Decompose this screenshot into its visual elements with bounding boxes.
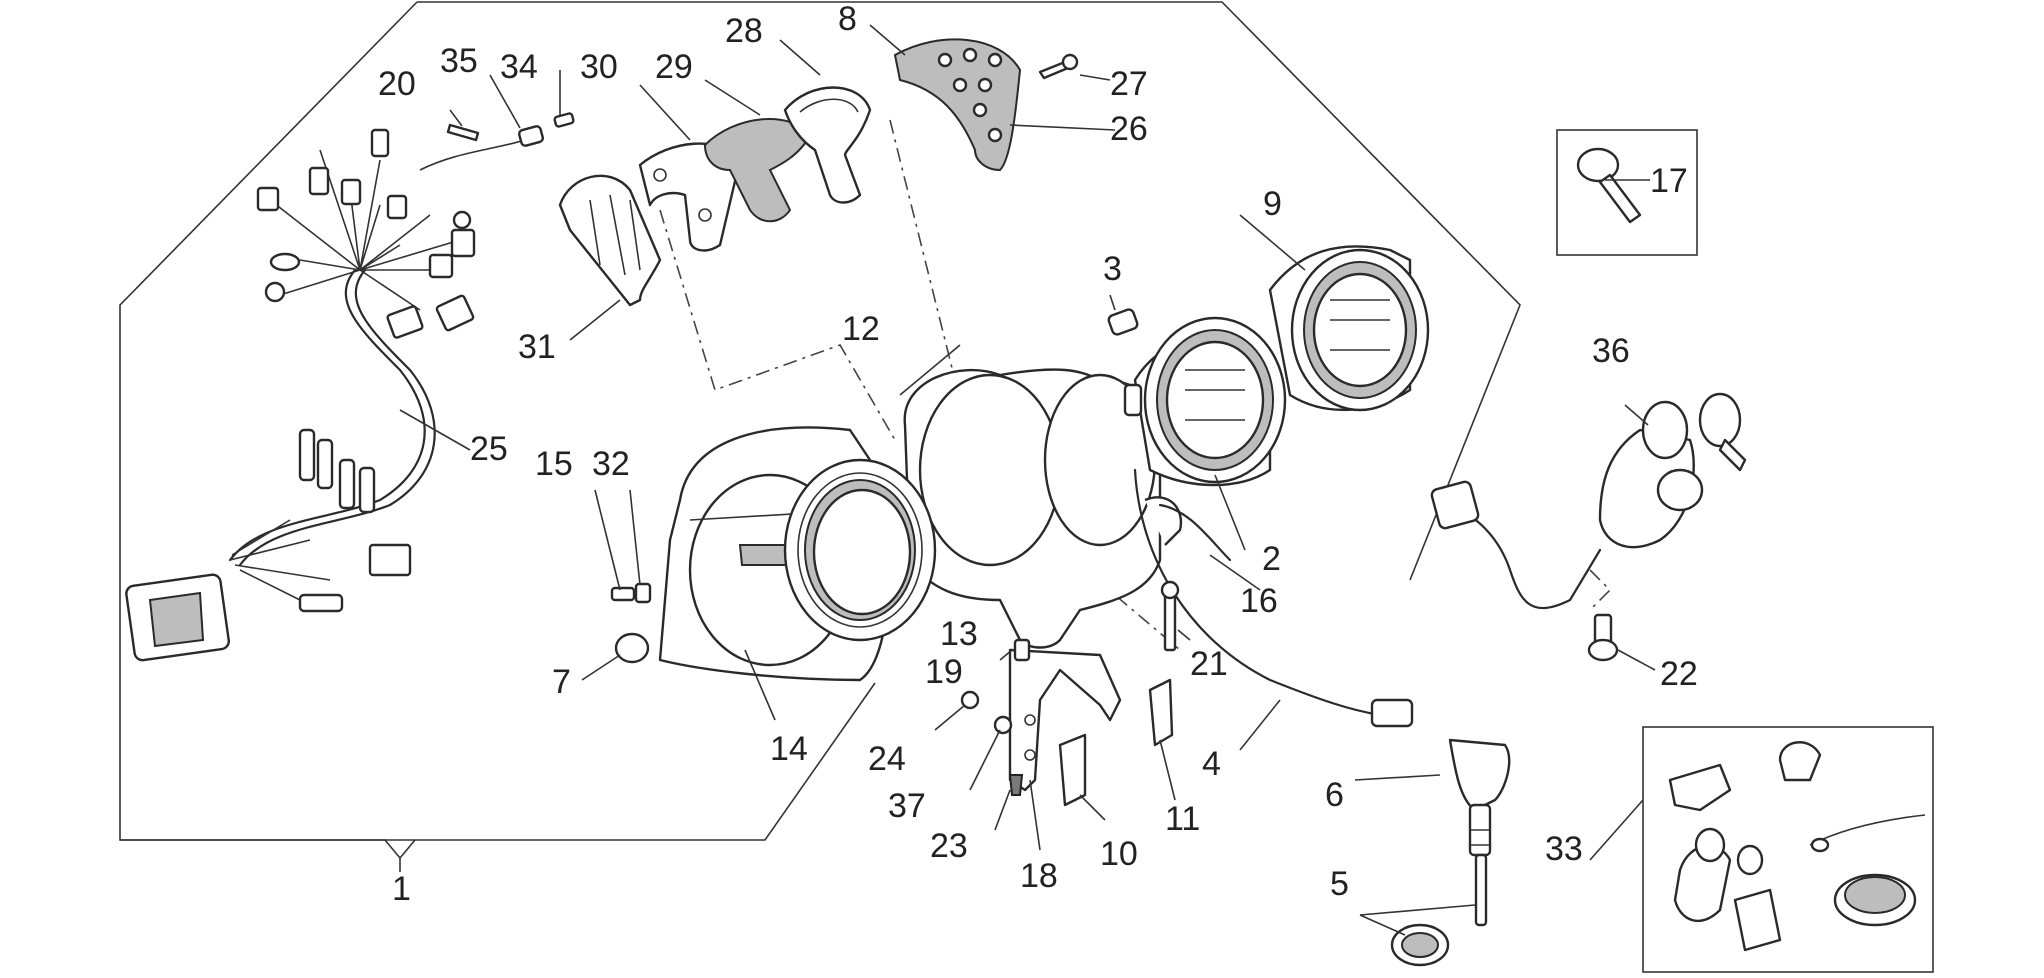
label-29: 29	[655, 48, 693, 86]
label-5: 5	[1330, 865, 1349, 903]
label-17: 17	[1650, 162, 1688, 200]
part-37	[993, 715, 1013, 735]
part-28	[783, 86, 872, 204]
label-6: 6	[1325, 776, 1344, 814]
part-24	[960, 690, 980, 710]
part-2-gauge	[1123, 316, 1287, 487]
part-21	[1160, 580, 1180, 652]
part-23	[1008, 774, 1024, 796]
label-23: 23	[930, 827, 968, 865]
part-6-drive	[1448, 738, 1511, 927]
part-20	[446, 123, 480, 142]
label-1: 1	[392, 870, 411, 908]
assembly-outline	[417, 1, 1521, 581]
label-37: 37	[888, 787, 926, 825]
part-3	[1107, 308, 1139, 336]
part-35-34	[419, 112, 575, 171]
label-19: 19	[925, 653, 963, 691]
label-9: 9	[1263, 185, 1282, 223]
label-4: 4	[1202, 745, 1221, 783]
label-25: 25	[470, 430, 508, 468]
label-11: 11	[1165, 800, 1200, 838]
part-9-gauge	[1268, 245, 1430, 412]
label-21: 21	[1190, 645, 1228, 683]
part-10	[1058, 733, 1087, 807]
part-33-kit	[1668, 741, 1926, 952]
label-33: 33	[1545, 830, 1583, 868]
part-29	[703, 118, 812, 223]
label-7: 7	[552, 663, 571, 701]
label-13: 13	[940, 615, 978, 653]
label-36: 36	[1592, 332, 1630, 370]
part-19	[1013, 638, 1031, 662]
label-22: 22	[1660, 655, 1698, 693]
part-12-panel	[903, 368, 1162, 649]
inset-box-33	[1642, 726, 1934, 973]
leader-lines	[399, 24, 1656, 936]
part-36-switch	[1430, 392, 1747, 610]
label-32: 32	[592, 445, 630, 483]
label-8: 8	[838, 0, 857, 38]
label-16: 16	[1240, 582, 1278, 620]
part-11	[1148, 678, 1174, 747]
part-5	[1390, 923, 1450, 967]
label-28: 28	[725, 12, 763, 50]
part-16	[1158, 503, 1232, 562]
label-10: 10	[1100, 835, 1138, 873]
label-31: 31	[518, 328, 556, 366]
label-3: 3	[1103, 250, 1122, 288]
part-15-32	[610, 582, 652, 604]
wiring-harness	[125, 128, 476, 662]
label-12: 12	[842, 310, 880, 348]
bracket-1	[120, 839, 416, 860]
label-26: 26	[1110, 110, 1148, 148]
inset-box-17	[1556, 129, 1698, 256]
label-2: 2	[1262, 540, 1281, 578]
part-17-key	[1576, 147, 1642, 224]
part-30	[638, 142, 742, 252]
label-30: 30	[580, 48, 618, 86]
part-7	[614, 632, 650, 664]
part-labels: 1 2 3 4 5 6 7 8 9 10 11 12 13 14 15 16 1…	[378, 0, 1698, 908]
label-20: 20	[378, 65, 416, 103]
label-27: 27	[1110, 65, 1148, 103]
label-14: 14	[770, 730, 808, 768]
label-18: 18	[1020, 857, 1058, 895]
part-13-ring	[783, 458, 937, 642]
part-22	[1587, 613, 1619, 662]
label-34: 34	[500, 48, 538, 86]
label-24: 24	[868, 740, 906, 778]
label-35: 35	[440, 42, 478, 80]
part-31	[558, 174, 662, 307]
label-15: 15	[535, 445, 573, 483]
